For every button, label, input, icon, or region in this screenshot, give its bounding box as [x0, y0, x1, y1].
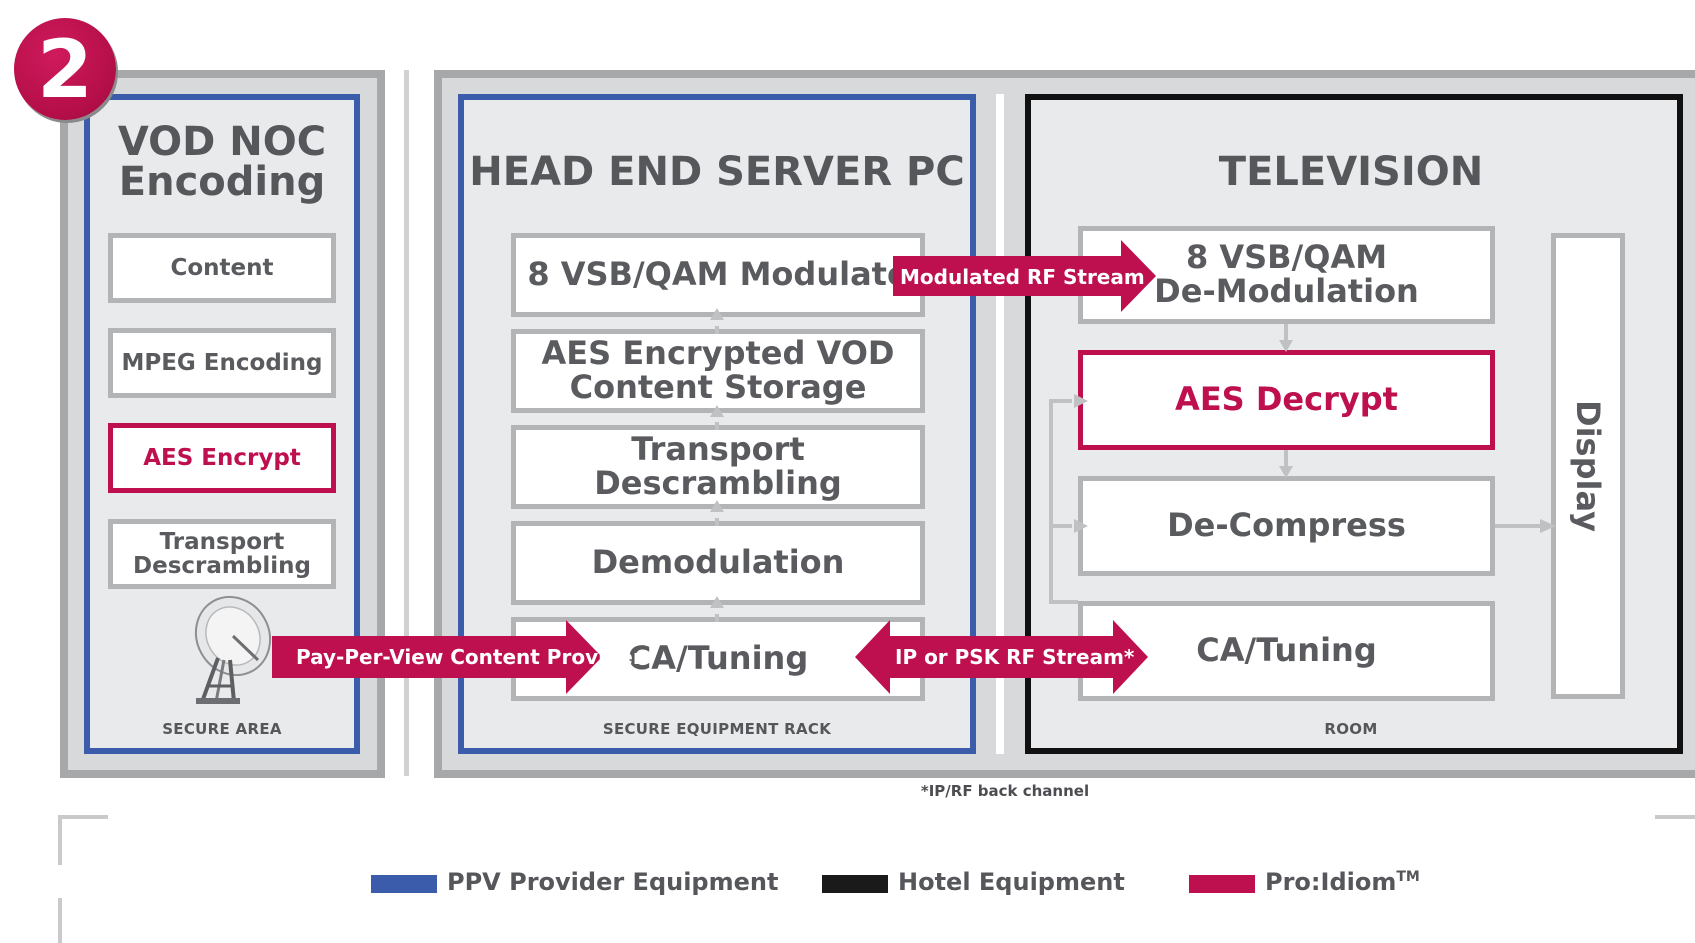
noc-title: VOD NOC Encoding [84, 122, 360, 202]
legend-swatch-hotel [822, 875, 888, 893]
display-arrowhead [1540, 519, 1556, 533]
tv-demod-line1: 8 VSB/QAM [1185, 238, 1388, 277]
loop-arrowhead-decrypt [1074, 394, 1088, 408]
ip-psk-label: IP or PSK RF Stream* [895, 645, 1135, 669]
tv-tuning-box: CA/Tuning [1078, 601, 1495, 701]
display-box [1551, 233, 1625, 699]
step-badge: 2 [14, 18, 116, 120]
television-title: TELEVISION [1218, 149, 1484, 195]
loop-arrowhead-decompress [1074, 519, 1088, 533]
legend-proidiom-text: Pro:Idiom [1265, 868, 1397, 896]
noc-transport-box: Transport Descrambling [108, 519, 336, 589]
rf-stream-label: Modulated RF Stream [900, 265, 1145, 289]
legend-bracket-left-bottom [58, 898, 62, 943]
noc-title-line1: VOD NOC [117, 119, 327, 165]
headend-tuning-box: CA/Tuning [511, 617, 925, 701]
noc-content-box: Content [108, 233, 336, 303]
tv-demod-line2: De-Modulation [1154, 272, 1419, 310]
secure-area-label: SECURE AREA [162, 720, 282, 738]
noc-aes-encrypt-box: AES Encrypt [108, 423, 336, 493]
display-label: Display [1569, 400, 1607, 532]
ppv-arrow-label: Pay-Per-View Content Provider [296, 645, 643, 669]
headend-storage-line1: AES Encrypted VOD [541, 334, 895, 373]
headend-title: HEAD END SERVER PC [469, 149, 965, 195]
headend-storage-line2: Content Storage [569, 368, 867, 406]
tv-aes-decrypt-box: AES Decrypt [1078, 350, 1495, 450]
ip-psk-arrow [855, 620, 1148, 694]
tv-decompress-box: De-Compress [1078, 476, 1495, 576]
satellite-dish-icon [194, 595, 272, 704]
tv-down-arrows [1279, 324, 1293, 478]
legend-bracket-left-top [58, 815, 62, 865]
noc-transport-line2: Descrambling [133, 553, 311, 579]
legend-hotel-label: Hotel Equipment [898, 868, 1125, 896]
room-label: ROOM [1324, 720, 1378, 738]
noc-title-line2: Encoding [118, 159, 326, 205]
panel-divider [404, 70, 409, 776]
secure-rack-label: SECURE EQUIPMENT RACK [602, 720, 832, 738]
legend-bracket-right [1655, 815, 1695, 819]
frame-gap [996, 94, 1004, 754]
legend-swatch-proidiom [1189, 875, 1255, 893]
noc-transport-line1: Transport [159, 528, 285, 555]
legend-swatch-ppv [371, 875, 437, 893]
headend-modulate-box: 8 VSB/QAM Modulate [511, 233, 925, 317]
legend-proidiom-tm: TM [1396, 869, 1420, 885]
legend-ppv-label: PPV Provider Equipment [447, 868, 779, 896]
noc-mpeg-box: MPEG Encoding [108, 328, 336, 398]
legend-proidiom-label: Pro:IdiomTM [1265, 868, 1420, 896]
footnote: *IP/RF back channel [920, 782, 1090, 800]
headend-up-arrows [710, 308, 724, 622]
tv-feedback-loop [1049, 399, 1078, 604]
rf-stream-arrow [893, 240, 1156, 312]
legend-bracket-top [58, 815, 108, 819]
ppv-arrow [272, 620, 602, 694]
